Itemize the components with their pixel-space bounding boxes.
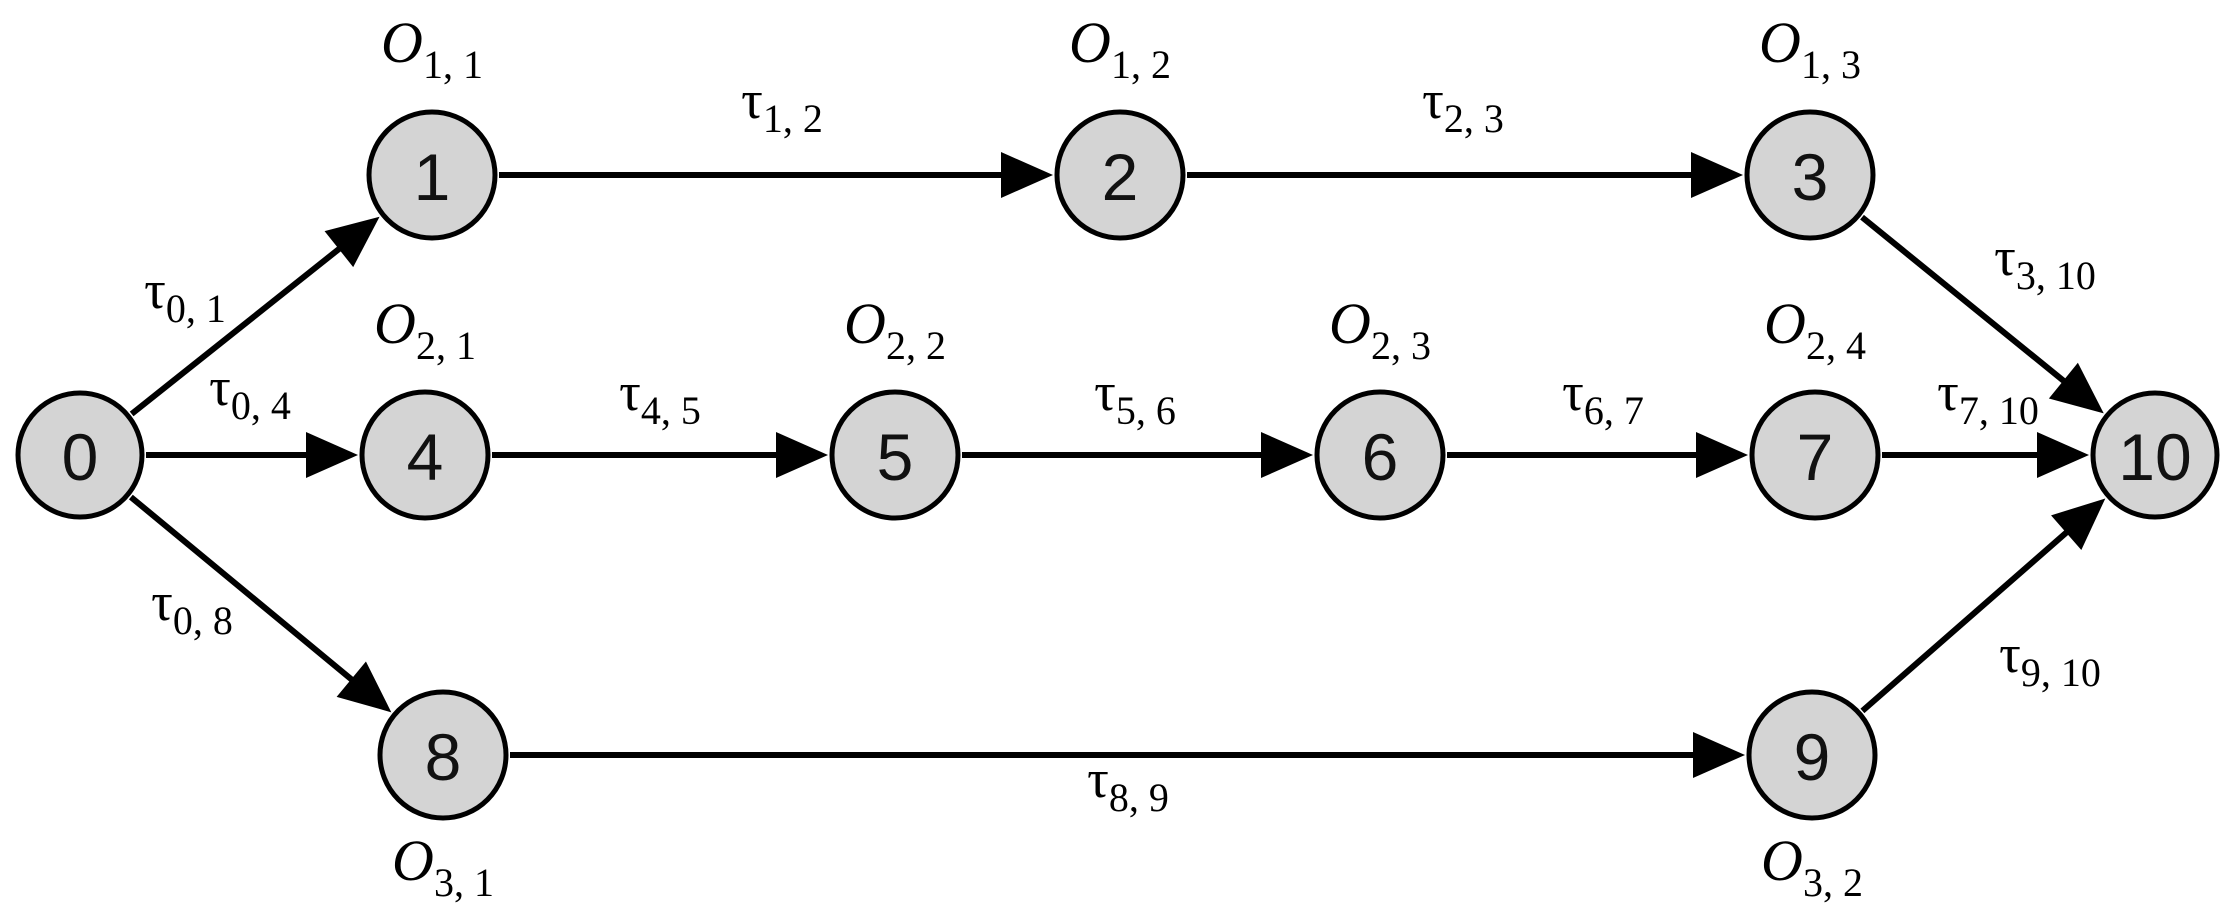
edge-1-to-2 [499,152,1053,198]
node-circle[interactable] [1744,109,1876,241]
arrow-head [776,432,828,478]
arrow-head [2037,432,2089,478]
node-circle[interactable] [829,389,961,521]
operation-label-9: O3, 2 [1761,828,1863,905]
edge-line [1860,214,2070,387]
edge-label-6-7: τ6, 7 [1562,362,1644,433]
arrow-head [1691,152,1743,198]
edge-label-1-2: τ1, 2 [741,70,823,141]
graph-node-7[interactable]: 7 [1749,389,1881,521]
edge-4-to-5 [492,432,828,478]
edge-3-to-10 [1860,214,2104,414]
node-id-label: 0 [62,420,99,494]
graph-node-6[interactable]: 6 [1314,389,1446,521]
graph-node-9[interactable]: 9 [1746,689,1878,821]
arrow-head [1001,152,1053,198]
arrow-head [1696,432,1748,478]
node-id-label: 8 [425,720,462,794]
arrow-head [336,661,392,713]
node-id-label: 9 [1794,720,1831,794]
edges-layer [128,152,2106,778]
operation-label-4: O2, 1 [374,291,476,368]
edge-label-3-10: τ3, 10 [1994,227,2096,298]
node-circle[interactable] [1054,109,1186,241]
edge-label-7-10: τ7, 10 [1937,362,2039,433]
arrow-head [1261,432,1313,478]
graph-node-0[interactable]: 0 [15,390,145,520]
edge-7-to-10 [1882,432,2089,478]
edge-label-0-8: τ0, 8 [151,572,233,643]
node-id-label: 4 [407,420,444,494]
operation-label-7: O2, 4 [1764,291,1866,368]
edge-line [129,242,346,417]
graph-node-8[interactable]: 8 [377,689,509,821]
node-id-label: 10 [2118,420,2191,494]
graph-node-3[interactable]: 3 [1744,109,1876,241]
labels-layer: τ0, 1 τ0, 4 τ0, 8 τ1, 2 τ2, 3 τ3, 10 τ4, 5 τ5, … [144,10,2101,905]
edge-0-to-8 [128,494,392,713]
node-id-label: 6 [1362,420,1399,494]
operation-label-2: O1, 2 [1069,10,1171,87]
arrow-head [2051,498,2106,550]
edge-label-9-10: τ9, 10 [1999,624,2101,695]
operation-label-6: O2, 3 [1329,291,1431,368]
node-circle[interactable] [1314,389,1446,521]
edge-line [128,494,358,686]
arrow-head [306,432,358,478]
graph-node-10[interactable]: 10 [2090,390,2220,520]
graph-node-4[interactable]: 4 [359,389,491,521]
edge-label-0-4: τ0, 4 [209,357,291,428]
node-circle[interactable] [377,689,509,821]
graph-node-1[interactable]: 1 [366,109,498,241]
node-id-label: 7 [1797,420,1834,494]
edge-label-2-3: τ2, 3 [1422,70,1504,141]
nodes-layer: 0 1 2 3 4 5 6 7 8 9 10 [15,109,2220,821]
node-circle[interactable] [2090,390,2220,520]
edge-0-to-1 [129,216,380,417]
graph-node-2[interactable]: 2 [1054,109,1186,241]
arrow-head [1693,732,1745,778]
node-id-label: 1 [414,140,451,214]
edge-8-to-9 [510,732,1745,778]
edge-label-0-1: τ0, 1 [144,260,226,331]
operation-label-3: O1, 3 [1759,10,1861,87]
node-circle[interactable] [15,390,145,520]
graph-node-5[interactable]: 5 [829,389,961,521]
edge-5-to-6 [962,432,1313,478]
edge-label-8-9: τ8, 9 [1087,749,1169,820]
edge-line [1860,526,2073,714]
operation-label-5: O2, 2 [844,291,946,368]
node-circle[interactable] [366,109,498,241]
edge-6-to-7 [1447,432,1748,478]
node-circle[interactable] [1749,389,1881,521]
edge-9-to-10 [1860,498,2106,714]
node-circle[interactable] [1746,689,1878,821]
node-id-label: 2 [1102,140,1139,214]
edge-label-5-6: τ5, 6 [1094,362,1176,433]
operation-label-1: O1, 1 [381,10,483,87]
node-id-label: 3 [1792,140,1829,214]
edge-label-4-5: τ4, 5 [619,362,701,433]
edge-0-to-4 [146,432,358,478]
edge-2-to-3 [1187,152,1743,198]
node-circle[interactable] [359,389,491,521]
operation-label-8: O3, 1 [392,828,494,905]
arrow-head [2048,362,2104,414]
node-id-label: 5 [877,420,914,494]
arrow-head [324,216,380,268]
